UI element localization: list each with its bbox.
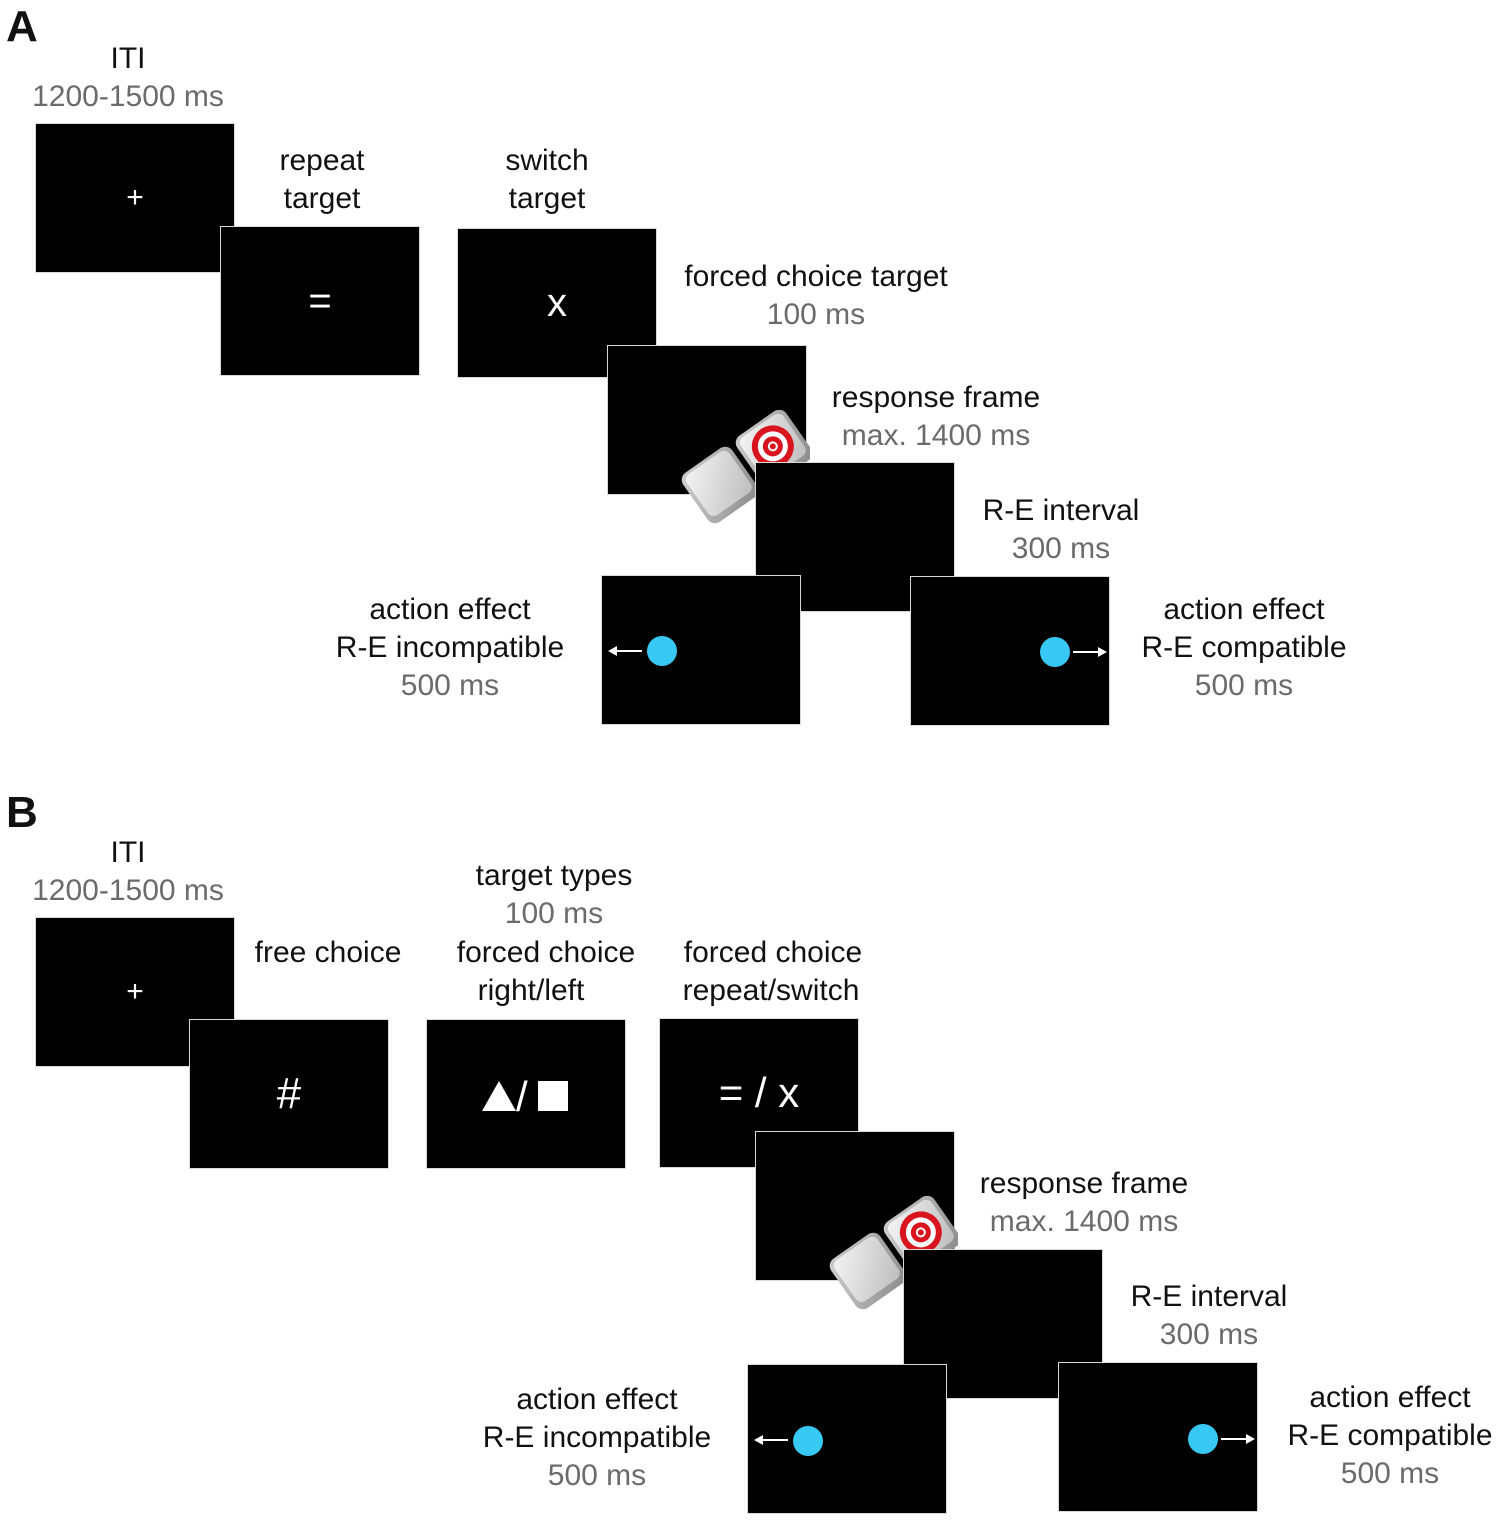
b-response-label: response frame max. 1400 ms: [954, 1165, 1214, 1241]
b-iti-duration: 1200-1500 ms: [32, 874, 224, 907]
b-right-arrow-icon: [1221, 1434, 1255, 1444]
b-target-types-duration: 100 ms: [504, 897, 604, 930]
a-switch-line2: target: [508, 182, 586, 215]
b-free-label: free choice: [238, 934, 418, 972]
b-forced-rl-label: forced choice right/left: [431, 934, 661, 1010]
a-repeat-line1: repeat: [279, 144, 365, 177]
a-response-title: response frame: [831, 381, 1041, 414]
a-compatible-line2: R-E compatible: [1141, 631, 1347, 664]
b-compatible-line1: action effect: [1309, 1381, 1471, 1414]
b-compatible-label: action effect R-E compatible 500 ms: [1270, 1379, 1502, 1493]
b-forced-rl-screen: /: [426, 1019, 626, 1169]
a-iti-title: ITI: [110, 42, 146, 75]
b-response-duration: max. 1400 ms: [989, 1205, 1179, 1238]
a-repeat-label: repeat target: [222, 142, 422, 218]
a-response-label: response frame max. 1400 ms: [806, 379, 1066, 455]
b-iti-title: ITI: [110, 836, 146, 869]
a-re-interval-duration: 300 ms: [1011, 532, 1111, 565]
a-compatible-line1: action effect: [1163, 593, 1325, 626]
b-forced-rs-line2: repeat/switch: [682, 974, 860, 1007]
b-forced-rs-line1: forced choice: [683, 936, 863, 969]
a-incompatible-duration: 500 ms: [400, 669, 500, 702]
b-effect-dot-right: [1188, 1424, 1218, 1454]
b-incompatible-label: action effect R-E incompatible 500 ms: [467, 1381, 727, 1495]
a-left-arrow-icon: [608, 646, 642, 656]
b-forced-rl-slash: /: [516, 1073, 528, 1120]
a-incompatible-line1: action effect: [369, 593, 531, 626]
a-iti-screen: +: [35, 123, 235, 273]
b-incompatible-duration: 500 ms: [547, 1459, 647, 1492]
b-target-types-title: target types: [475, 859, 633, 892]
b-re-interval-duration: 300 ms: [1159, 1318, 1259, 1351]
b-forced-rs-symbol: = / x: [718, 1069, 800, 1116]
b-iti-screen: +: [35, 917, 235, 1067]
b-target-types-label: target types 100 ms: [444, 857, 664, 933]
a-switch-label: switch target: [447, 142, 647, 218]
a-effect-dot-right: [1040, 637, 1070, 667]
b-compatible-line2: R-E compatible: [1287, 1419, 1493, 1452]
b-incompatible-line1: action effect: [516, 1383, 678, 1416]
b-forced-rl-line2: right/left: [477, 974, 585, 1007]
b-free-symbol: #: [276, 1069, 302, 1118]
b-free-text: free choice: [254, 936, 402, 969]
a-iti-duration: 1200-1500 ms: [32, 80, 224, 113]
a-incompatible-screen: [601, 575, 801, 725]
b-forced-rs-label: forced choice repeat/switch: [653, 934, 893, 1010]
b-re-interval-label: R-E interval 300 ms: [1109, 1278, 1309, 1354]
panel-b-letter: B: [6, 788, 38, 837]
b-compatible-screen: [1058, 1362, 1258, 1512]
b-free-screen: #: [189, 1019, 389, 1169]
a-effect-dot-left: [647, 636, 677, 666]
a-switch-line1: switch: [505, 144, 589, 177]
a-compatible-duration: 500 ms: [1194, 669, 1294, 702]
b-effect-dot-left: [793, 1426, 823, 1456]
a-right-arrow-icon: [1073, 647, 1107, 657]
a-iti-label: ITI 1200-1500 ms: [18, 40, 238, 116]
b-left-arrow-icon: [754, 1435, 788, 1445]
a-compatible-screen: [910, 576, 1110, 726]
a-re-interval-title: R-E interval: [982, 494, 1140, 527]
b-incompatible-screen: [747, 1364, 947, 1514]
a-incompatible-label: action effect R-E incompatible 500 ms: [320, 591, 580, 705]
b-response-title: response frame: [979, 1167, 1189, 1200]
a-switch-symbol: x: [547, 281, 567, 325]
b-iti-label: ITI 1200-1500 ms: [18, 834, 238, 910]
b-forced-rl-line1: forced choice: [456, 936, 636, 969]
triangle-icon: [482, 1081, 516, 1111]
b-re-interval-title: R-E interval: [1130, 1280, 1288, 1313]
a-repeat-screen: =: [220, 226, 420, 376]
a-forced-title: forced choice target: [684, 260, 948, 293]
a-compatible-label: action effect R-E compatible 500 ms: [1124, 591, 1364, 705]
a-incompatible-line2: R-E incompatible: [335, 631, 565, 664]
a-fixation-cross: +: [126, 181, 144, 214]
a-forced-duration: 100 ms: [766, 298, 866, 331]
square-icon: [538, 1081, 568, 1111]
b-incompatible-line2: R-E incompatible: [482, 1421, 712, 1454]
a-response-duration: max. 1400 ms: [841, 419, 1031, 452]
b-compatible-duration: 500 ms: [1340, 1457, 1440, 1490]
a-repeat-symbol: =: [308, 279, 332, 323]
a-forced-label: forced choice target 100 ms: [666, 258, 966, 334]
a-re-interval-label: R-E interval 300 ms: [961, 492, 1161, 568]
panel-a-letter: A: [6, 2, 38, 51]
a-repeat-line2: target: [283, 182, 361, 215]
b-fixation-cross: +: [126, 975, 144, 1008]
